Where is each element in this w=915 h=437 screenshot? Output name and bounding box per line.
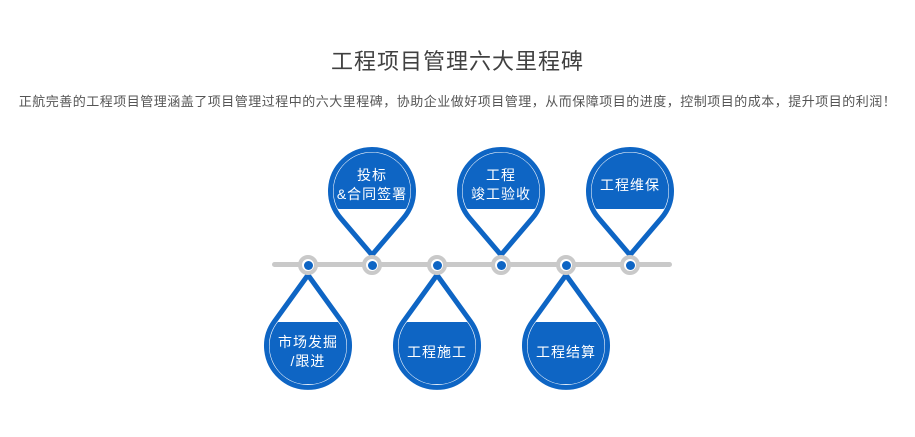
timeline-node xyxy=(427,255,447,275)
page-subtitle: 正航完善的工程项目管理涵盖了项目管理过程中的六大里程碑，协助企业做好项目管理，从… xyxy=(18,94,897,109)
pin-down-shape xyxy=(328,147,416,258)
milestone-maintenance: 工程维保 xyxy=(586,147,674,259)
drop-up-shape xyxy=(522,272,610,390)
milestone-label: 工程维保 xyxy=(600,176,660,193)
pin-down-shape xyxy=(586,147,674,258)
milestone-label: 投标 &合同签署 xyxy=(336,167,408,202)
milestone-bidding-contract: 投标 &合同签署 xyxy=(328,147,416,259)
drop-up-shape xyxy=(393,272,481,390)
milestone-construction: 工程施工 xyxy=(393,272,481,390)
timeline-node xyxy=(298,255,318,275)
milestone-label: 工程 竣工验收 xyxy=(471,167,531,202)
pin-down-shape xyxy=(457,147,545,258)
milestone-label: 市场发掘 /跟进 xyxy=(278,334,338,369)
milestone-market-discovery: 市场发掘 /跟进 xyxy=(264,272,352,390)
timeline-node xyxy=(362,255,382,275)
timeline-node xyxy=(491,255,511,275)
timeline-node xyxy=(620,255,640,275)
timeline-line xyxy=(272,262,672,267)
milestone-label: 工程施工 xyxy=(407,343,467,360)
milestone-settlement: 工程结算 xyxy=(522,272,610,390)
timeline-node xyxy=(556,255,576,275)
page-title: 工程项目管理六大里程碑 xyxy=(330,49,584,74)
milestone-completion-acceptance: 工程 竣工验收 xyxy=(457,147,545,259)
drop-up-shape xyxy=(264,272,352,390)
milestone-label: 工程结算 xyxy=(536,343,596,360)
